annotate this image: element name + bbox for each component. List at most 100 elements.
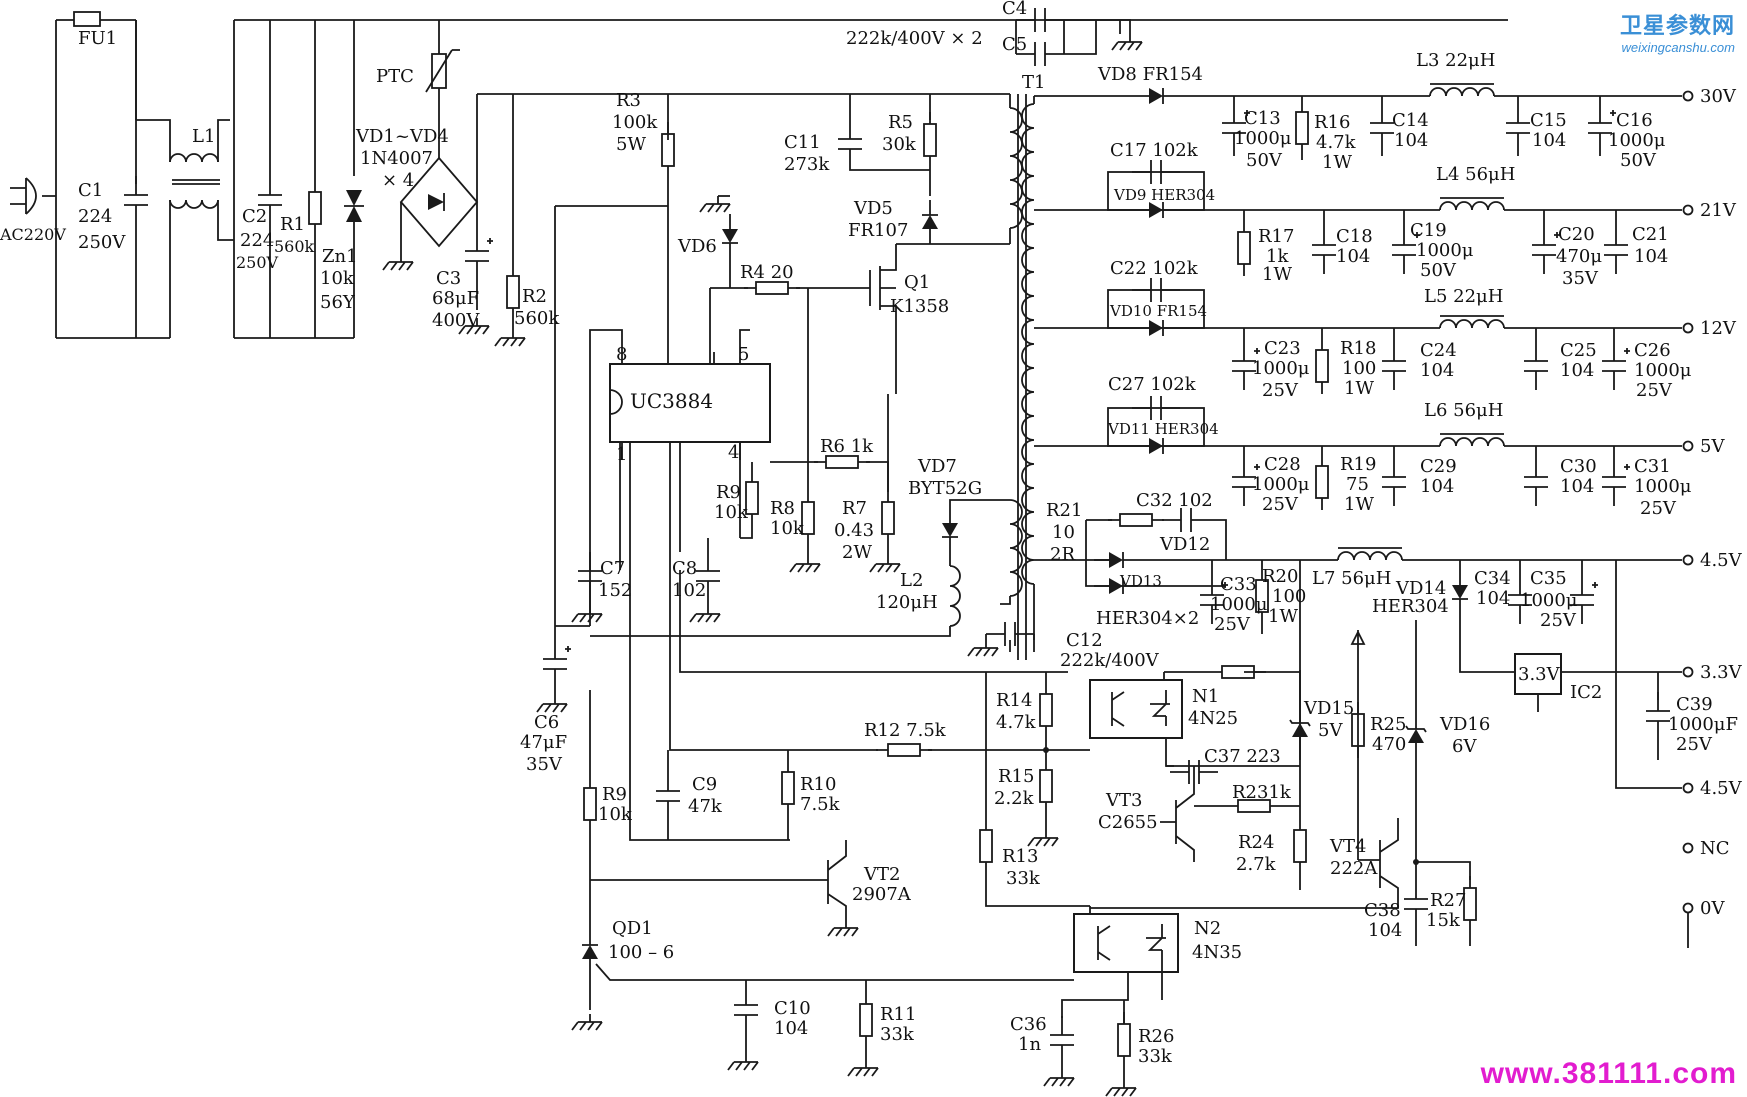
label-r11-name: R11 <box>880 1004 916 1025</box>
label-vd14-part: HER304 <box>1372 596 1449 617</box>
label-r27-name: R27 <box>1430 890 1466 911</box>
label-r16-name: R16 <box>1314 112 1350 133</box>
label-pin4: 4 <box>728 442 739 463</box>
label-c39-voltage: 25V <box>1676 734 1713 755</box>
label-vd1-vd4: VD1~VD4 <box>355 126 449 147</box>
label-r2-name: R2 <box>522 286 547 307</box>
label-r25-name: R25 <box>1370 714 1406 735</box>
label-c24-value: 104 <box>1420 360 1454 381</box>
label-r14-name: R14 <box>996 690 1032 711</box>
label-zn1-voltage: 56Y <box>320 292 356 313</box>
label-c6-value: 47μF <box>520 732 567 753</box>
label-c29-name: C29 <box>1420 456 1457 477</box>
label-pin5: 5 <box>738 344 749 365</box>
label-vd7-name: VD7 <box>917 456 957 477</box>
label-r7-value: 0.43 <box>834 520 874 541</box>
label-c24-name: C24 <box>1420 340 1457 361</box>
label-pin8: 8 <box>616 344 627 365</box>
output-nc: NC <box>1700 838 1730 859</box>
label-c8-name: C8 <box>672 558 697 579</box>
label-c20-value: 470μ <box>1556 246 1602 267</box>
label-r1-value: 560k <box>274 237 315 256</box>
label-c2-value: 224 <box>240 230 274 251</box>
label-r13-value: 33k <box>1006 868 1041 889</box>
label-c3-value: 68μF <box>432 288 479 309</box>
label-c15-name: C15 <box>1530 110 1567 131</box>
label-r20-name: R20 <box>1262 566 1298 587</box>
label-c5: C5 <box>1002 34 1027 55</box>
label-c12-value: 222k/400V <box>1060 650 1160 671</box>
label-r14-value: 4.7k <box>996 712 1037 733</box>
label-r21-type: 2R <box>1050 544 1075 565</box>
label-c21-value: 104 <box>1634 246 1668 267</box>
label-c7-value: 152 <box>598 580 632 601</box>
site-logo[interactable]: 卫星参数网 weixingcanshu.com <box>1620 8 1735 55</box>
label-r24-name: R24 <box>1238 832 1274 853</box>
label-r8-name: R8 <box>770 498 795 519</box>
label-r23: R231k <box>1232 782 1292 803</box>
label-c23-name: C23 <box>1264 338 1301 359</box>
label-l5: L5 22μH <box>1424 286 1503 307</box>
label-c18-value: 104 <box>1336 246 1370 267</box>
label-r7-power: 2W <box>842 542 872 563</box>
label-l6: L6 56μH <box>1424 400 1503 421</box>
output-4-5v-2: 4.5V <box>1700 778 1743 799</box>
label-r9b-name: R9 <box>602 784 627 805</box>
label-q1-name: Q1 <box>904 272 930 293</box>
label-uc3884: UC3884 <box>630 389 713 413</box>
label-vd6: VD6 <box>677 236 717 257</box>
label-c26-value: 1000μ <box>1634 360 1692 381</box>
label-r20-power: 1W <box>1268 606 1298 627</box>
label-c16-value: 1000μ <box>1608 130 1666 151</box>
label-r18-power: 1W <box>1344 378 1374 399</box>
output-terminal-labels: 30V 21V 12V 5V 4.5V 3.3V 4.5V NC 0V <box>1700 86 1743 919</box>
label-r7-name: R7 <box>842 498 867 519</box>
label-c13-voltage: 50V <box>1246 150 1283 171</box>
label-c2-voltage: 250V <box>236 253 279 272</box>
label-r18-value: 100 <box>1342 358 1376 379</box>
label-n2-part: 4N35 <box>1192 942 1242 963</box>
label-vd10: VD10 FR154 <box>1109 302 1207 320</box>
label-c19-name: C19 <box>1410 220 1447 241</box>
output-0v: 0V <box>1700 898 1725 919</box>
label-c15-value: 104 <box>1532 130 1566 151</box>
label-r5-value: 30k <box>882 134 917 155</box>
label-r18-name: R18 <box>1340 338 1376 359</box>
label-r9b-value: 10k <box>598 804 633 825</box>
label-x4: × 4 <box>382 170 414 191</box>
label-c1-voltage: 250V <box>78 232 126 253</box>
output-4-5v: 4.5V <box>1700 550 1743 571</box>
c4-c5-caps <box>1015 7 1143 67</box>
label-c8-value: 102 <box>672 580 706 601</box>
label-l1: L1 <box>192 126 215 147</box>
label-r20-value: 100 <box>1272 586 1306 607</box>
label-c34-name: C34 <box>1474 568 1511 589</box>
label-c1-value: 224 <box>78 206 112 227</box>
label-c11-value: 273k <box>784 154 830 175</box>
label-c3-voltage: 400V <box>432 310 480 331</box>
label-c1-name: C1 <box>78 180 103 201</box>
label-c23-voltage: 25V <box>1262 380 1299 401</box>
label-zn1-value: 10k <box>320 268 355 289</box>
label-c35-value: 1000μ <box>1520 590 1578 611</box>
label-n1-name: N1 <box>1192 686 1219 707</box>
label-vt2-part: 2907A <box>852 884 912 905</box>
label-r4: R4 20 <box>740 262 794 283</box>
label-c26-voltage: 25V <box>1636 380 1673 401</box>
label-c3-name: C3 <box>436 268 461 289</box>
label-r27-value: 15k <box>1426 910 1461 931</box>
label-vt2-name: VT2 <box>863 864 900 885</box>
label-r21-name: R21 <box>1046 500 1082 521</box>
label-vt4-part: 222A <box>1330 858 1378 879</box>
label-c37: C37 223 <box>1204 746 1281 767</box>
label-c30-name: C30 <box>1560 456 1597 477</box>
label-c30-value: 104 <box>1560 476 1594 497</box>
label-c4c5-value: 222k/400V × 2 <box>846 28 983 49</box>
label-vd13: VD13 <box>1119 572 1162 590</box>
label-r13-name: R13 <box>1002 846 1038 867</box>
label-vd7-part: BYT52G <box>908 478 982 499</box>
label-r19-power: 1W <box>1344 494 1374 515</box>
label-c9-name: C9 <box>692 774 717 795</box>
label-r16-power: 1W <box>1322 152 1352 173</box>
